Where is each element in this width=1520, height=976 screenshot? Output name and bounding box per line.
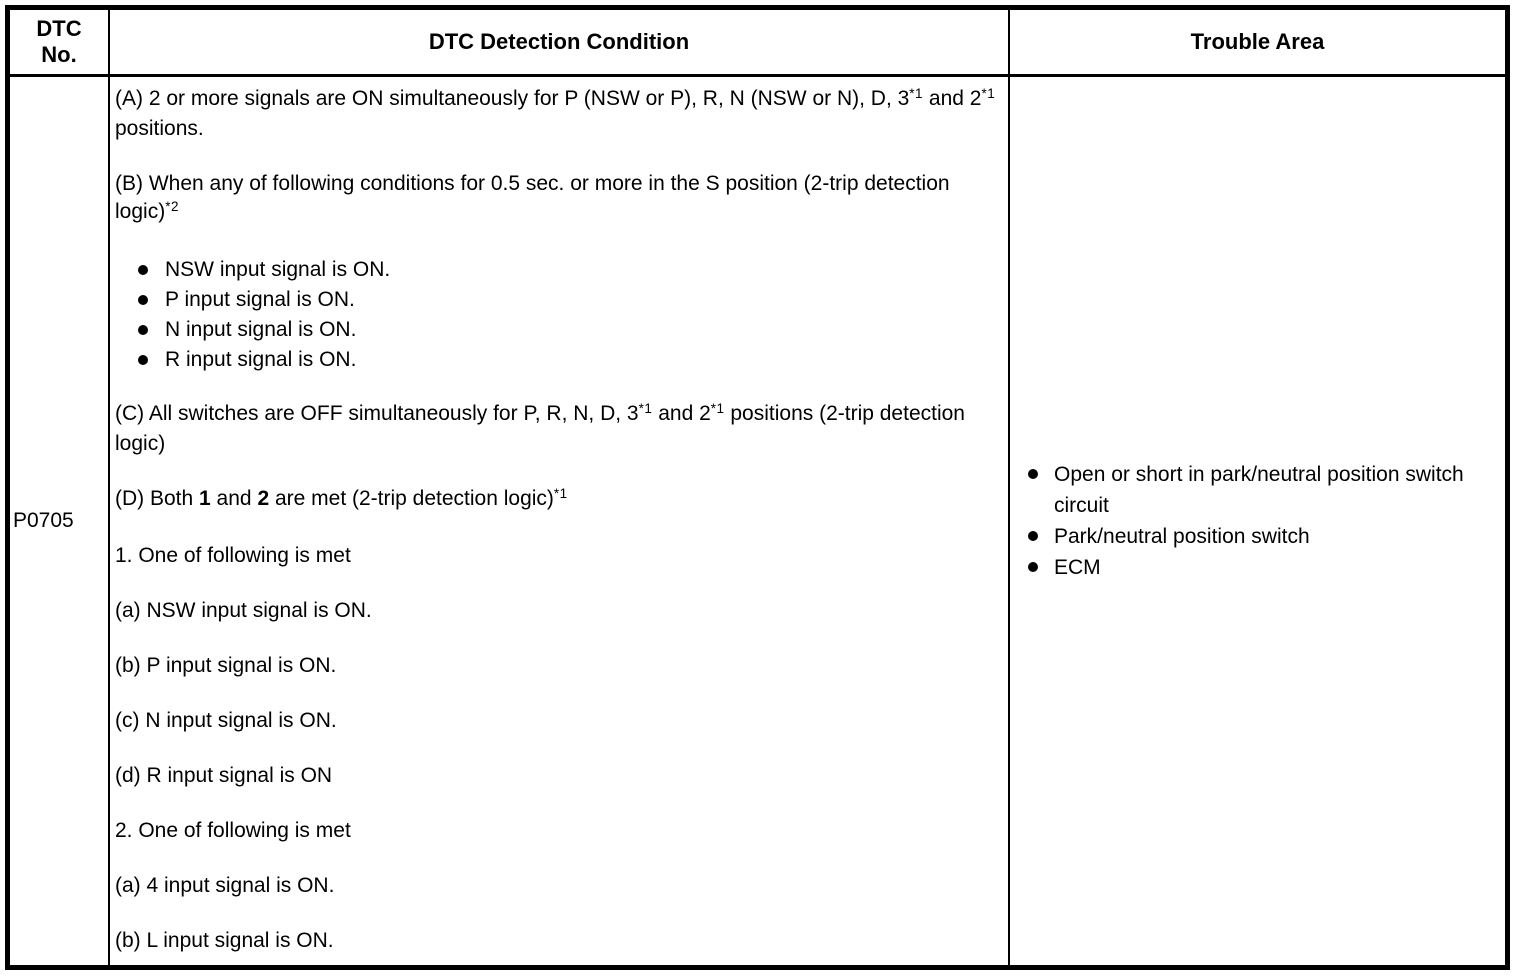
condition-bullet-item: P input signal is ON.	[115, 285, 1002, 315]
condition-paragraph: 1. One of following is met	[115, 544, 351, 567]
trouble-area-list: Open or short in park/neutral position s…	[1010, 459, 1505, 583]
condition-bullet-item: NSW input signal is ON.	[115, 255, 1002, 285]
bullet-icon	[1028, 531, 1038, 541]
condition-paragraph: (a) 4 input signal is ON.	[115, 874, 335, 897]
condition-paragraph: (a) NSW input signal is ON.	[115, 599, 372, 622]
detection-condition-cell: (A) 2 or more signals are ON simultaneou…	[108, 77, 1008, 965]
trouble-area-item: ECM	[1010, 552, 1505, 583]
header-detection-condition: DTC Detection Condition	[108, 10, 1008, 74]
bullet-text: P input signal is ON.	[165, 288, 355, 311]
table-row: P0705 (A) 2 or more signals are ON simul…	[10, 77, 1505, 965]
condition-bullet-item: N input signal is ON.	[115, 315, 1002, 345]
header-dtc-no: DTC No.	[36, 16, 82, 67]
condition-paragraph: (b) L input signal is ON.	[115, 929, 334, 952]
dtc-no-cell: P0705	[10, 77, 108, 965]
bullet-text: ECM	[1054, 556, 1101, 579]
trouble-area-cell: Open or short in park/neutral position s…	[1008, 77, 1505, 965]
bullet-text: N input signal is ON.	[165, 318, 357, 341]
bullet-icon	[1028, 469, 1038, 479]
bullet-text: Open or short in park/neutral position s…	[1054, 463, 1464, 517]
condition-bullet-item: R input signal is ON.	[115, 345, 1002, 375]
bullet-icon	[138, 325, 148, 335]
dtc-code: P0705	[13, 509, 74, 532]
dtc-table: DTC No. DTC Detection Condition Trouble …	[5, 5, 1510, 970]
bullet-icon	[1028, 562, 1038, 572]
bullet-text: R input signal is ON.	[165, 348, 357, 371]
bullet-icon	[138, 295, 148, 305]
trouble-area-item: Open or short in park/neutral position s…	[1010, 459, 1505, 521]
condition-paragraph: (d) R input signal is ON	[115, 764, 333, 787]
condition-paragraph: (C) All switches are OFF simultaneously …	[115, 401, 965, 455]
condition-paragraph: (A) 2 or more signals are ON simultaneou…	[115, 86, 996, 140]
bullet-icon	[138, 355, 148, 365]
condition-paragraph: 2. One of following is met	[115, 819, 351, 842]
table-header-row: DTC No. DTC Detection Condition Trouble …	[10, 10, 1505, 77]
header-trouble-area: Trouble Area	[1008, 10, 1505, 74]
condition-bullet-list: NSW input signal is ON. P input signal is…	[115, 255, 1002, 375]
condition-paragraph: (D) Both 1 and 2 are met (2-trip detecti…	[115, 486, 568, 510]
bullet-text: Park/neutral position switch	[1054, 525, 1310, 548]
bullet-icon	[138, 265, 148, 275]
condition-paragraph: (c) N input signal is ON.	[115, 709, 337, 732]
condition-paragraph: (b) P input signal is ON.	[115, 654, 337, 677]
condition-paragraph: (B) When any of following conditions for…	[115, 172, 950, 223]
bullet-text: NSW input signal is ON.	[165, 258, 391, 281]
trouble-area-item: Park/neutral position switch	[1010, 521, 1505, 552]
